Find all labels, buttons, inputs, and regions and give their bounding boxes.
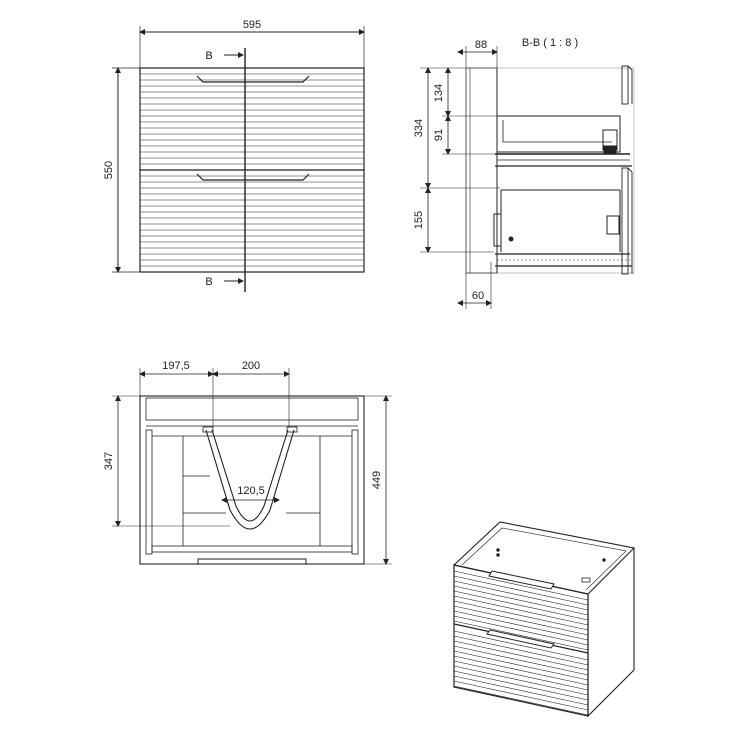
iso-slat-line [453, 615, 589, 646]
lower-handle [196, 173, 310, 181]
iso-slat-line [453, 635, 589, 666]
dim-134-label: 134 [433, 84, 445, 102]
width-dimension-label: 595 [243, 19, 261, 31]
iso-slat-line [453, 645, 589, 676]
upper-handle [196, 75, 310, 83]
dim-334-label: 334 [413, 119, 425, 137]
iso-slat-line [453, 590, 589, 621]
section-mark-top: B [205, 50, 212, 62]
iso-slat-line [453, 670, 589, 701]
iso-slat-line [453, 610, 589, 641]
iso-slat-line [453, 585, 589, 616]
iso-slat-line [453, 650, 589, 681]
section-view [420, 46, 635, 309]
iso-slat-line [453, 580, 589, 611]
iso-slat-line [453, 685, 589, 716]
depth-dimension-label: 88 [475, 39, 487, 51]
iso-slat-line [453, 575, 589, 606]
dim-449-label: 449 [371, 471, 383, 489]
front-slats [140, 73, 364, 267]
dim-197-5-label: 197,5 [162, 360, 190, 372]
front-view [112, 26, 365, 292]
iso-slat-line [453, 660, 589, 691]
iso-slat-line [453, 570, 589, 601]
section-mark-bottom: B [205, 276, 212, 288]
iso-slat-line [453, 680, 589, 711]
iso-slat-line [453, 595, 589, 626]
iso-slat-line [453, 665, 589, 696]
dim-91-label: 91 [433, 129, 445, 141]
dim-120-5-label: 120,5 [237, 485, 265, 497]
iso-slat-line [453, 630, 589, 661]
dim-200-label: 200 [242, 360, 260, 372]
dim-155-label: 155 [413, 211, 425, 229]
iso-slats [453, 570, 589, 716]
section-title: B-B ( 1 : 8 ) [522, 37, 578, 49]
dim-60-label: 60 [472, 290, 484, 302]
iso-slat-line [453, 675, 589, 706]
iso-slat-line [453, 655, 589, 686]
iso-slat-line [453, 640, 589, 671]
iso-slat-line [453, 600, 589, 631]
isometric-view [452, 521, 636, 718]
iso-slat-line [453, 605, 589, 636]
dim-347-label: 347 [103, 452, 115, 470]
iso-slat-line [453, 620, 589, 651]
top-view [112, 368, 392, 565]
height-dimension-label: 550 [103, 161, 115, 179]
